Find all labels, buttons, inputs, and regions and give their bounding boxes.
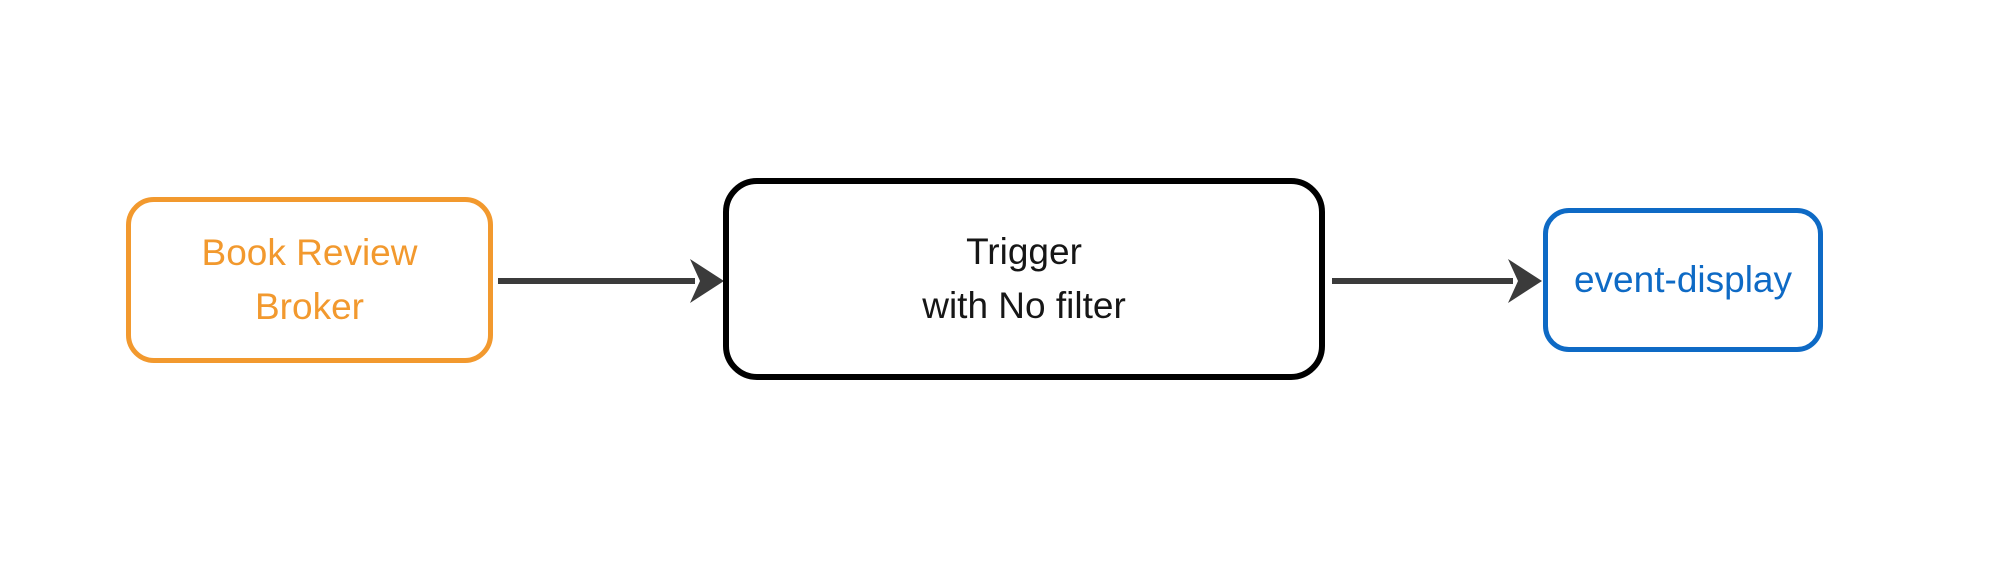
node-label-book-review-broker: Book Review Broker [202,226,418,334]
node-event-display: event-display [1543,208,1823,352]
node-book-review-broker: Book Review Broker [126,197,493,363]
node-label-line: Book Review [201,232,418,273]
node-label-trigger: Trigger with No filter [922,225,1126,333]
node-trigger-with-no-filter: Trigger with No filter [723,178,1325,380]
node-label-line: Broker [255,286,364,327]
node-label-line: with No filter [922,285,1126,326]
arrowhead-icon [690,259,724,303]
arrow-broker-to-trigger [498,259,724,303]
node-label-line: Trigger [966,231,1082,272]
arrow-trigger-to-event-display [1332,259,1542,303]
node-label-line: event-display [1573,259,1792,300]
arrowhead-icon [1508,259,1542,303]
node-label-event-display: event-display [1574,253,1792,307]
